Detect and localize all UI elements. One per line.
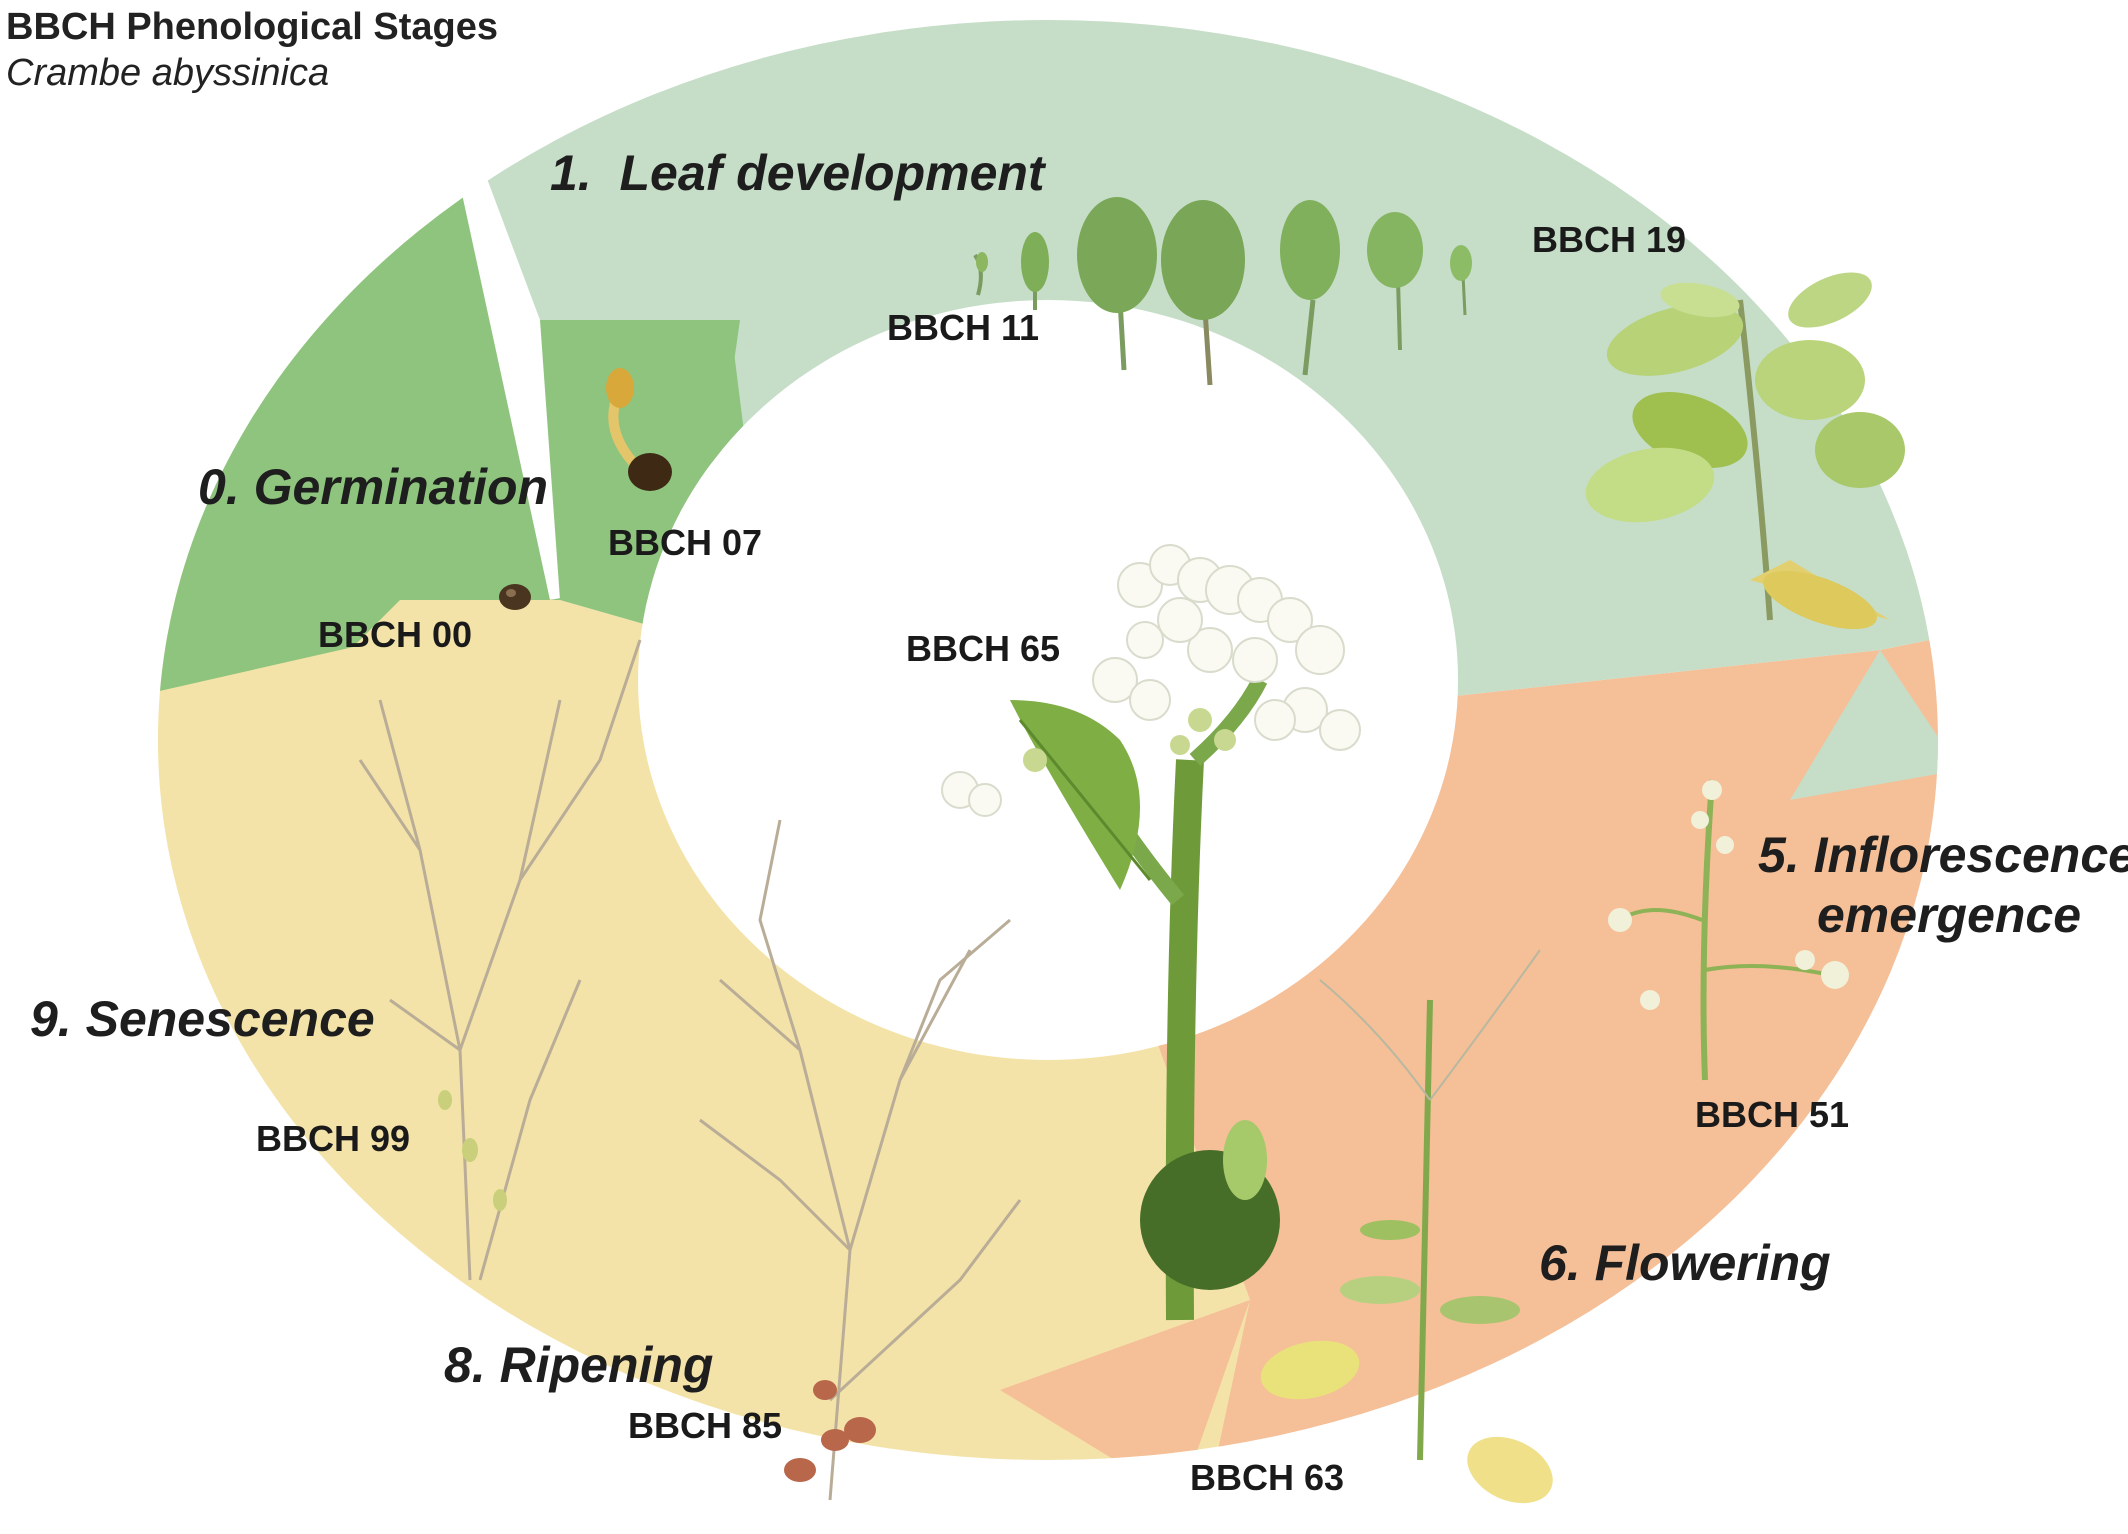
code-bbch63: BBCH 63 [1190, 1457, 1345, 1498]
dry-plant-bbch99-pods [438, 1090, 507, 1211]
figure-title: BBCH Phenological Stages Crambe abyssini… [6, 4, 498, 96]
code-bbch85: BBCH 85 [628, 1405, 783, 1446]
dry-plant-bbch99 [358, 639, 642, 1281]
seed-bbch00 [499, 584, 531, 610]
title-species: Crambe abyssinica [6, 52, 330, 94]
title-line1: BBCH Phenological Stages [6, 6, 498, 48]
inflorescence-plant-bbch51 [1608, 779, 1849, 1081]
leaf-arrow-head [1790, 650, 1938, 800]
code-bbch19: BBCH 19 [1532, 219, 1687, 260]
dry-plant-bbch85 [699, 819, 1022, 1501]
stage-label-leaf-development: 1. Leaf development [550, 145, 1045, 201]
stage-label-senescence: 9. Senescence [30, 991, 375, 1047]
code-bbch00: BBCH 00 [318, 614, 473, 655]
code-bbch11: BBCH 11 [887, 307, 1040, 348]
stage-label-ripening: 8. Ripening [444, 1337, 714, 1393]
orange-arrow-head [1000, 1300, 1250, 1460]
code-bbch65: BBCH 65 [906, 628, 1061, 669]
dry-plant-bbch85-pods [784, 1380, 876, 1482]
code-bbch99: BBCH 99 [256, 1118, 411, 1159]
rosette-plant-bbch19 [1585, 272, 1905, 630]
flowering-plant-bbch63 [1260, 949, 1553, 1504]
stage-label-inflorescence-line1: 5. Inflorescence [1758, 827, 2128, 883]
flowering-plant-bbch65 [941, 544, 1361, 1321]
leaf-sequence [973, 197, 1472, 386]
stage-label-germination: 0. Germination [198, 459, 549, 515]
code-bbch51: BBCH 51 [1695, 1094, 1850, 1135]
seedling-bbch07 [606, 368, 672, 491]
stage-label-inflorescence-line2: emergence [1817, 887, 2082, 943]
yellow-arrow-head [300, 600, 560, 790]
code-bbch07: BBCH 07 [608, 522, 763, 563]
stage-label-flowering: 6. Flowering [1539, 1235, 1831, 1291]
